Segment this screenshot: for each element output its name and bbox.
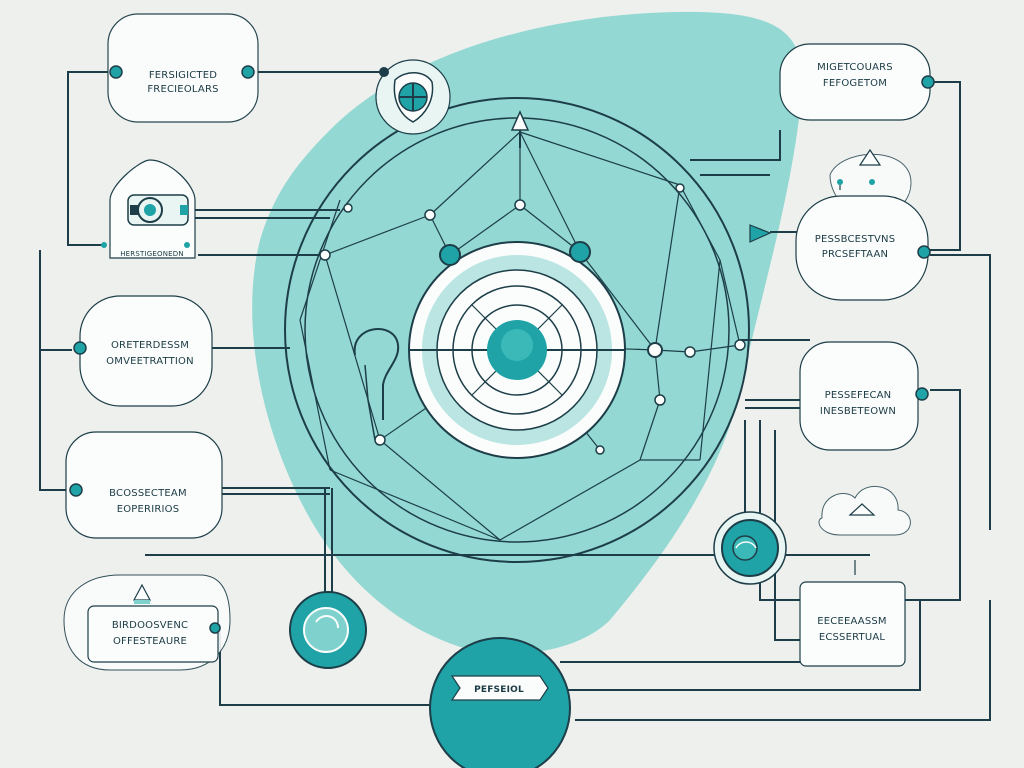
connector-lines xyxy=(39,71,991,721)
cloud-icon xyxy=(818,485,911,575)
label-node-bottom-left: BIRDOOSVENC OFFESTEAURE xyxy=(63,574,231,671)
label-line: PESSEFECAN xyxy=(825,390,892,401)
center-bottom-node: PEFSEIOL xyxy=(429,637,571,768)
label-line: FERSIGICTED xyxy=(149,70,217,81)
label-node-top-right: MIGETCOUARS FEFOGETOM xyxy=(779,43,935,121)
label-node-top-left: FERSIGICTED FRECIEOLARS xyxy=(107,13,259,123)
label-line: PRCSEFTAAN xyxy=(822,249,888,260)
label-line: ORETERDESSM xyxy=(111,340,189,351)
lightbulb-icon xyxy=(353,328,400,441)
label-node-mid-left: ORETERDESSM OMVEETRATTION xyxy=(73,295,213,407)
label-line: FEFOGETOM xyxy=(823,78,887,89)
label-line: FRECIEOLARS xyxy=(147,84,218,95)
central-network xyxy=(284,97,750,563)
label-node-right-upper: PESSBCESTVNS PRCSEFTAAN xyxy=(795,195,931,301)
tablet-icon: HERSTIGEONEDN xyxy=(101,159,196,259)
label-line: OMVEETRATTION xyxy=(106,356,194,367)
label-node-bottom-right: EECEEAASSM ECSSERTUAL xyxy=(799,581,906,667)
label-node-left-lower: BCOSSECTEAM EOPERIRIOS xyxy=(65,431,223,539)
label-line: OFFESTEAURE xyxy=(113,636,187,647)
label-line: BIRDOOSVENC xyxy=(112,620,188,631)
label-line: MIGETCOUARS xyxy=(817,62,893,73)
globe-icon xyxy=(289,591,367,669)
label-line: INESBETEOWN xyxy=(820,406,896,417)
label-line: EOPERIRIOS xyxy=(117,504,180,515)
label-line: EECEEAASSM xyxy=(817,616,887,627)
label-line: ECSSERTUAL xyxy=(819,632,886,643)
shield-icon xyxy=(375,59,451,135)
label-node-right-mid: PESSEFECAN INESBETEOWN xyxy=(799,341,929,451)
eye-icon xyxy=(713,511,787,585)
center-label: PEFSEIOL xyxy=(474,685,524,695)
badge-label: HERSTIGEONEDN xyxy=(120,250,184,258)
arrow-icon xyxy=(749,224,772,243)
label-line: PESSBCESTVNS xyxy=(815,234,896,245)
label-line: BCOSSECTEAM xyxy=(109,488,187,499)
